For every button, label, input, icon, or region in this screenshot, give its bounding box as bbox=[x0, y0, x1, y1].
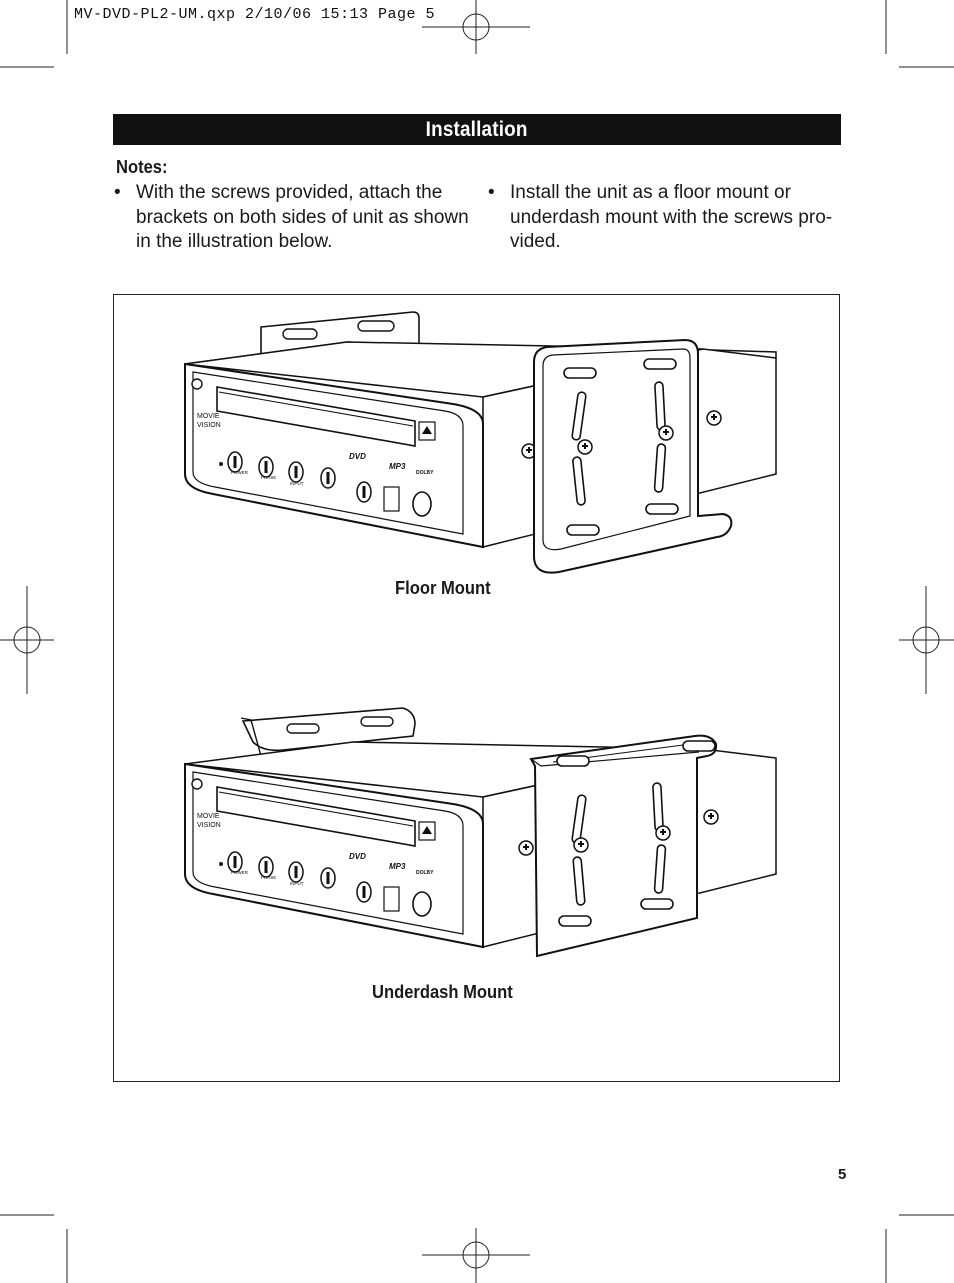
svg-text:INPUT: INPUT bbox=[290, 481, 304, 486]
svg-text:DOLBY: DOLBY bbox=[416, 870, 434, 876]
section-banner: Installation bbox=[113, 114, 841, 145]
figure-frame bbox=[113, 294, 840, 1082]
note-text-1: With the screws provided, attach the bra… bbox=[136, 182, 469, 252]
svg-text:MOVIE: MOVIE bbox=[197, 813, 220, 820]
svg-text:POWER: POWER bbox=[231, 470, 249, 475]
notes-title: Notes: bbox=[116, 157, 168, 177]
svg-text:VISION: VISION bbox=[197, 422, 221, 429]
page-number: 5 bbox=[838, 1166, 847, 1183]
svg-text:MP3: MP3 bbox=[389, 462, 406, 471]
underdash-mount-illustration: MOVIE VISION POWER PHASE INPUT DVD MP3 D… bbox=[184, 707, 777, 958]
underdash-mount-caption: Underdash Mount bbox=[372, 982, 513, 1002]
svg-text:PHASE: PHASE bbox=[261, 875, 276, 880]
registration-mark-right bbox=[899, 586, 954, 694]
svg-text:VISION: VISION bbox=[197, 822, 221, 829]
svg-text:DVD: DVD bbox=[349, 452, 366, 461]
registration-mark-left bbox=[0, 586, 54, 694]
svg-text:POWER: POWER bbox=[231, 870, 249, 875]
floor-mount-illustration: MOVIE VISION POWER PHASE INPUT DVD MP3 D… bbox=[184, 311, 777, 574]
bullet-icon: • bbox=[488, 182, 495, 203]
svg-text:PHASE: PHASE bbox=[261, 475, 276, 480]
bullet-icon: • bbox=[114, 182, 121, 203]
note-text-2: Install the unit as a floor mount or und… bbox=[510, 182, 833, 252]
registration-mark-bottom bbox=[422, 1228, 530, 1283]
brand-logo-text: MOVIE bbox=[197, 413, 220, 420]
installation-illustration: MOVIE VISION POWER PHASE INPUT DVD MP3 D… bbox=[184, 311, 777, 958]
print-slug: MV-DVD-PL2-UM.qxp 2/10/06 15:13 Page 5 bbox=[74, 6, 436, 23]
svg-text:DOLBY: DOLBY bbox=[416, 470, 434, 476]
note-bullet-2: • Install the unit as a floor mount or u… bbox=[488, 181, 840, 255]
registration-mark-top bbox=[422, 0, 530, 54]
svg-text:DVD: DVD bbox=[349, 852, 366, 861]
section-title: Installation bbox=[426, 117, 528, 141]
note-bullet-1: • With the screws provided, attach the b… bbox=[114, 181, 476, 255]
floor-mount-caption: Floor Mount bbox=[395, 578, 491, 598]
svg-text:MP3: MP3 bbox=[389, 862, 406, 871]
svg-text:INPUT: INPUT bbox=[290, 881, 304, 886]
